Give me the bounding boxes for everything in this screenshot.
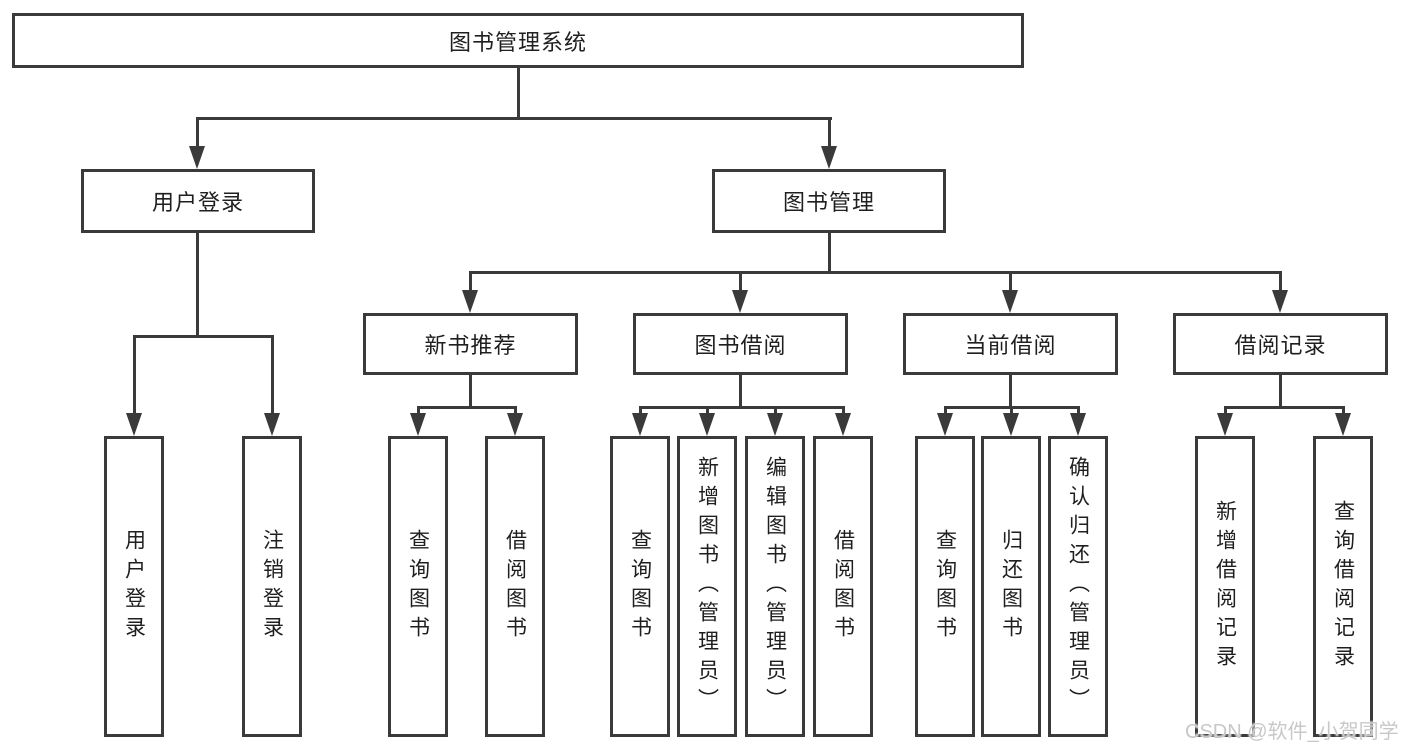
- leaf-query-borrow-record: 查询借阅记录: [1313, 436, 1373, 737]
- connector-stem: [944, 406, 947, 415]
- connector-userlogin-vline: [196, 233, 199, 337]
- node-book-borrow: 图书借阅: [633, 313, 848, 375]
- arrow-down-icon: [462, 290, 478, 313]
- node-current-borrow: 当前借阅: [903, 313, 1118, 375]
- connector-bookborrow-hline: [639, 406, 845, 409]
- connector-stem-book-mgmt: [828, 117, 831, 147]
- arrow-down-icon: [1002, 290, 1018, 313]
- connector-stem-current-borrow: [1009, 271, 1012, 291]
- connector-stem: [1342, 406, 1345, 415]
- arrow-down-icon: [767, 413, 783, 436]
- watermark: CSDN @软件_小贺同学: [1185, 721, 1399, 743]
- arrow-down-icon: [1003, 413, 1019, 436]
- node-book-management: 图书管理: [712, 169, 946, 233]
- leaf-add-books-admin: 新增图书（管理员）: [677, 436, 737, 737]
- arrow-down-icon: [821, 146, 837, 169]
- arrow-down-icon: [835, 413, 851, 436]
- connector-stem: [1077, 406, 1080, 415]
- arrow-down-icon: [1335, 413, 1351, 436]
- connector-bookmgmt-hline: [469, 271, 1282, 274]
- node-new-book-recommend: 新书推荐: [363, 313, 578, 375]
- connector-currentborrow-vline: [1009, 375, 1012, 408]
- node-borrow-records: 借阅记录: [1173, 313, 1388, 375]
- connector-bookmgmt-vline: [828, 233, 831, 273]
- arrow-down-icon: [1070, 413, 1086, 436]
- connector-records-vline: [1279, 375, 1282, 408]
- connector-stem-leaf-logout: [271, 335, 274, 414]
- connector-stem: [639, 406, 642, 415]
- leaf-user-login: 用户登录: [104, 436, 164, 737]
- leaf-edit-books-admin: 编辑图书（管理员）: [745, 436, 805, 737]
- connector-stem: [774, 406, 777, 415]
- connector-stem-new-book: [469, 271, 472, 291]
- connector-stem: [1010, 406, 1013, 415]
- connector-stem: [842, 406, 845, 415]
- leaf-query-books-current: 查询图书: [915, 436, 975, 737]
- leaf-borrow-books: 借阅图书: [813, 436, 873, 737]
- arrow-down-icon: [699, 413, 715, 436]
- connector-newbook-vline: [469, 375, 472, 408]
- connector-stem-book-borrow: [739, 271, 742, 291]
- leaf-query-books-recommend: 查询图书: [388, 436, 448, 737]
- leaf-borrow-books-recommend: 借阅图书: [485, 436, 545, 737]
- node-user-login: 用户登录: [81, 169, 315, 233]
- arrow-down-icon: [632, 413, 648, 436]
- connector-stem: [1224, 406, 1227, 415]
- connector-stem-leaf-login: [133, 335, 136, 414]
- arrow-down-icon: [189, 146, 205, 169]
- arrow-down-icon: [937, 413, 953, 436]
- leaf-return-books: 归还图书: [981, 436, 1041, 737]
- arrow-down-icon: [126, 413, 142, 436]
- arrow-down-icon: [1217, 413, 1233, 436]
- connector-bookborrow-vline: [739, 375, 742, 408]
- leaf-add-borrow-record: 新增借阅记录: [1195, 436, 1255, 737]
- connector-root-hline: [196, 117, 832, 120]
- arrow-down-icon: [1272, 290, 1288, 313]
- connector-stem: [514, 406, 517, 415]
- connector-root-vline: [517, 66, 520, 119]
- leaf-confirm-return-admin: 确认归还（管理员）: [1048, 436, 1108, 737]
- connector-stem: [706, 406, 709, 415]
- node-library-system: 图书管理系统: [12, 13, 1024, 68]
- connector-stem-borrow-records: [1279, 271, 1282, 291]
- connector-newbook-hline: [417, 406, 517, 409]
- connector-records-hline: [1224, 406, 1345, 409]
- connector-stem-user-login: [196, 117, 199, 147]
- leaf-query-books-borrow: 查询图书: [610, 436, 670, 737]
- leaf-logout: 注销登录: [242, 436, 302, 737]
- connector-userlogin-hline: [133, 335, 274, 338]
- arrow-down-icon: [732, 290, 748, 313]
- arrow-down-icon: [410, 413, 426, 436]
- arrow-down-icon: [264, 413, 280, 436]
- arrow-down-icon: [507, 413, 523, 436]
- connector-stem: [417, 406, 420, 415]
